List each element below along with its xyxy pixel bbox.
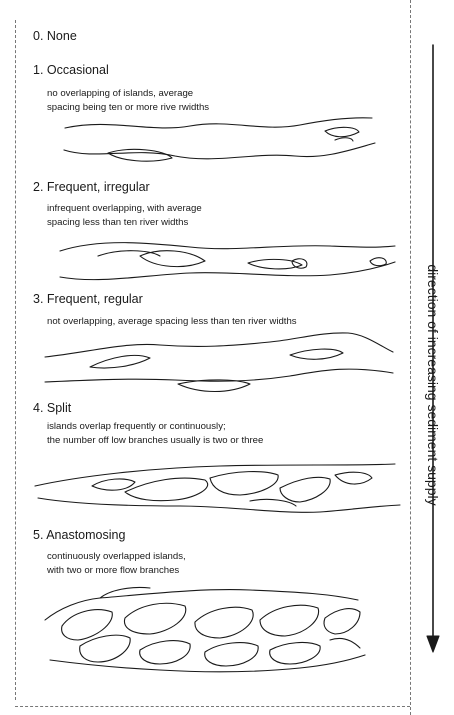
axis-label: direction of increasing sediment supply [425, 264, 441, 505]
